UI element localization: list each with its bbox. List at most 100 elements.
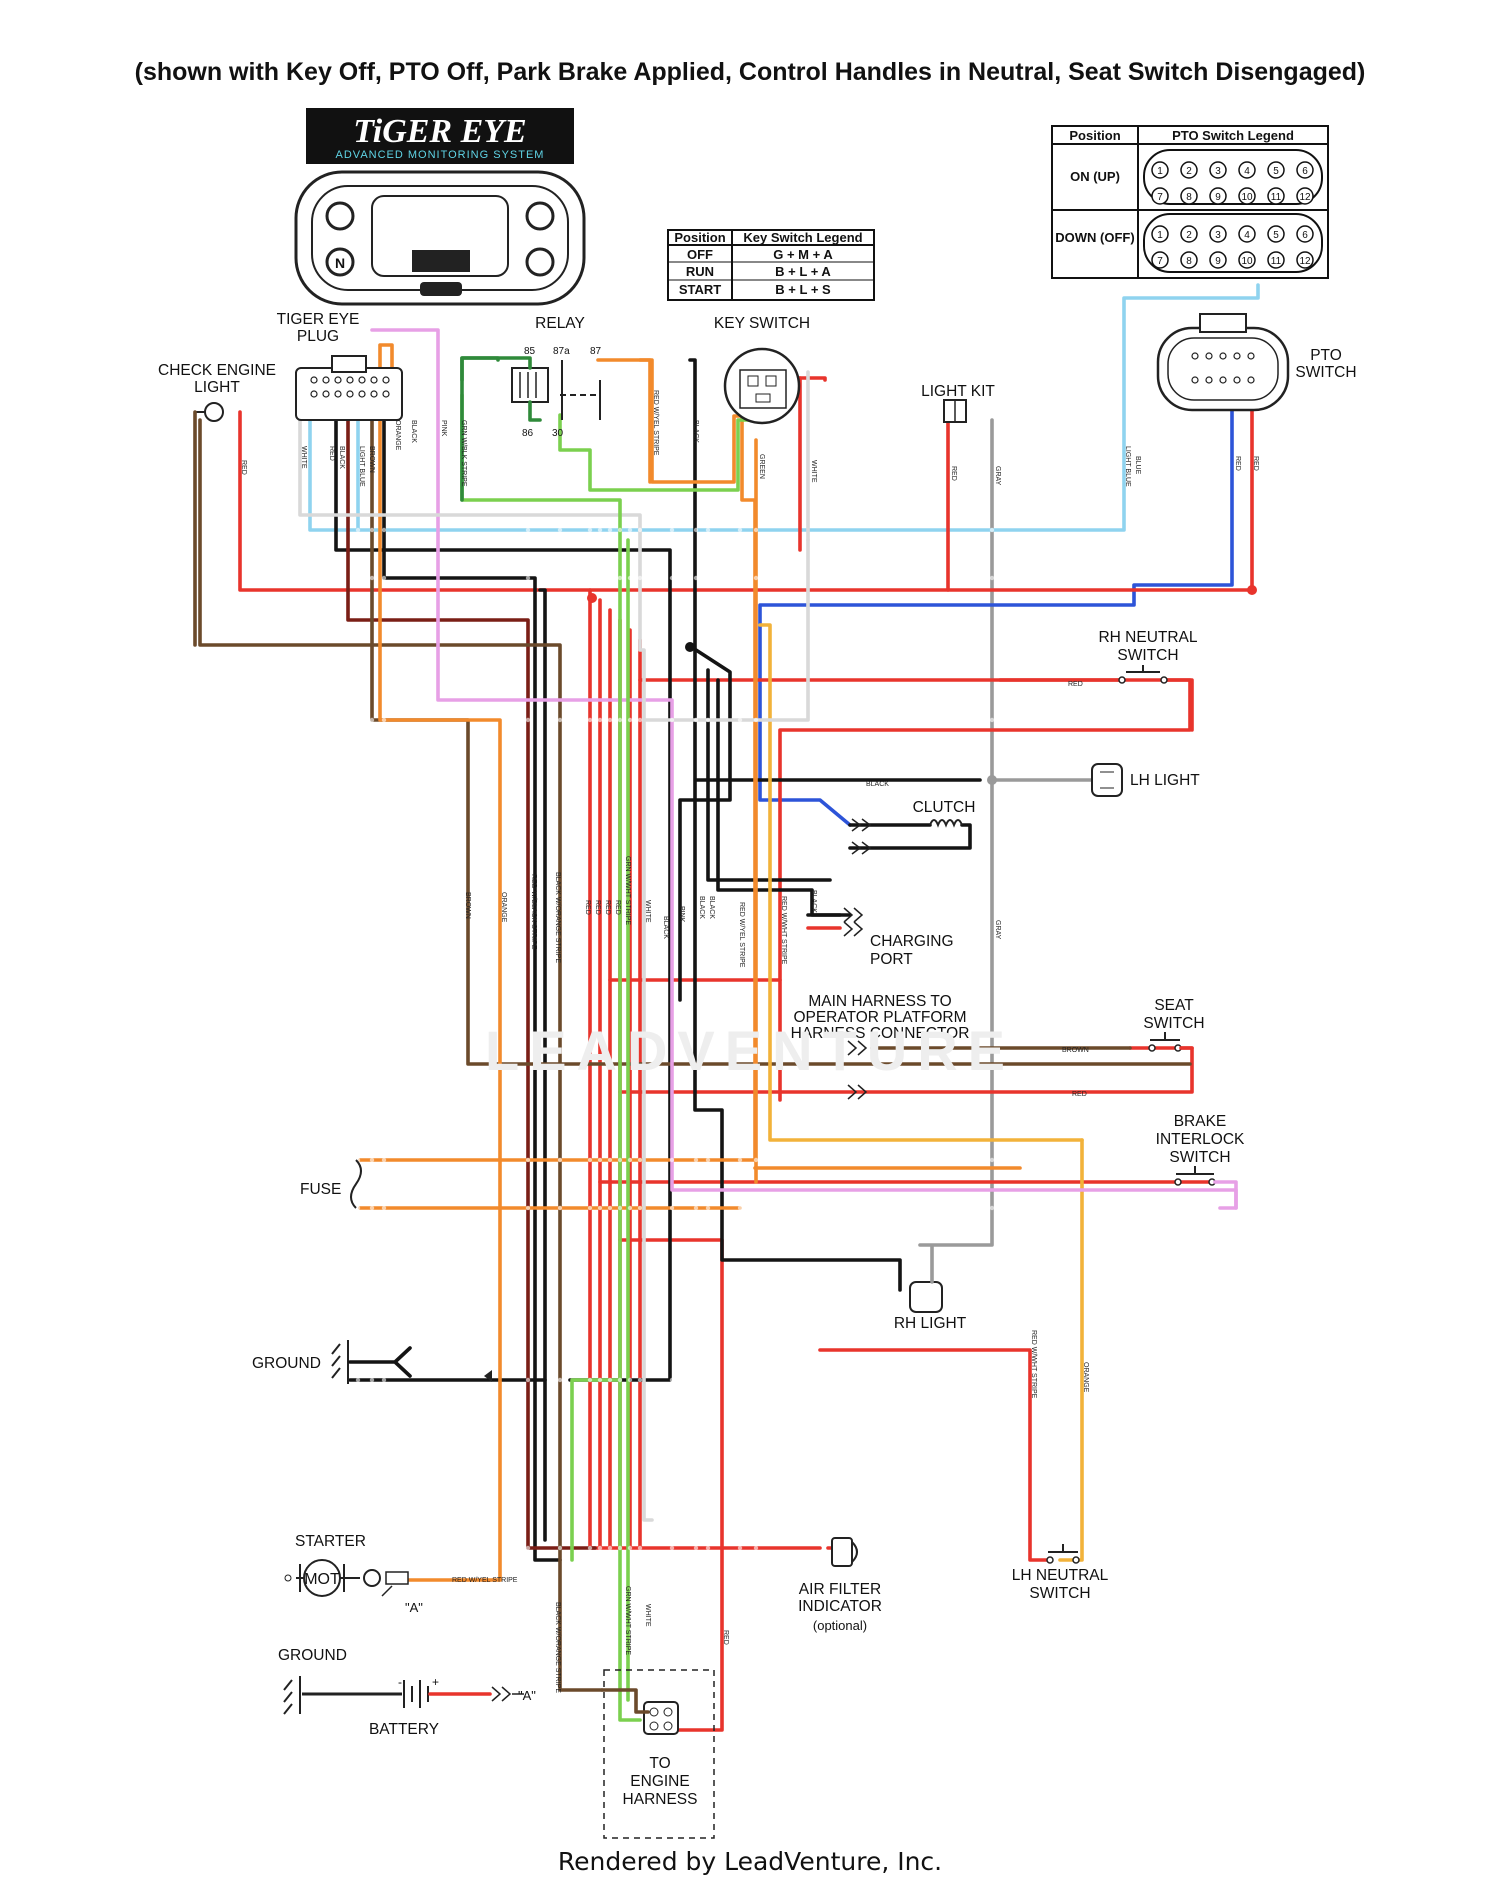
wire-crossing bbox=[355, 575, 361, 581]
pto-pin-circle bbox=[1180, 251, 1198, 269]
wire-crossing bbox=[693, 1205, 699, 1211]
pto-switch-legend-table: Position PTO Switch Legend ON (UP) DOWN … bbox=[1051, 125, 1329, 279]
pto-pin-number: 6 bbox=[1302, 230, 1308, 241]
svg-text:ORANGE: ORANGE bbox=[1082, 1362, 1089, 1393]
fuse bbox=[350, 1159, 362, 1209]
wire-crossing bbox=[637, 1377, 643, 1383]
pto-pin-number: 8 bbox=[1186, 192, 1192, 203]
wire-crossing bbox=[627, 717, 633, 723]
tiger-eye-display: N bbox=[294, 170, 586, 306]
pto-pin-circle bbox=[1180, 187, 1198, 205]
pto-pin-circle bbox=[1209, 251, 1227, 269]
svg-text:LIGHT BLUE: LIGHT BLUE bbox=[1124, 446, 1131, 487]
pto-pin-number: 9 bbox=[1215, 256, 1221, 267]
wire-junction bbox=[587, 593, 597, 603]
svg-text:PINK: PINK bbox=[440, 420, 447, 437]
pto-pin-circle bbox=[1209, 187, 1227, 205]
svg-text:ON (UP): ON (UP) bbox=[1070, 169, 1120, 184]
wire-crossing bbox=[525, 575, 531, 581]
pto-pin-number: 11 bbox=[1271, 192, 1282, 203]
wire-crossing bbox=[557, 717, 563, 723]
rh-neutral-switch bbox=[998, 665, 1194, 732]
pto-pin-number: 2 bbox=[1186, 166, 1192, 177]
svg-text:ORANGE: ORANGE bbox=[500, 892, 507, 923]
svg-text:30: 30 bbox=[552, 428, 564, 439]
lh-neutral-switch bbox=[1046, 1544, 1080, 1564]
wire-crossing bbox=[753, 717, 759, 723]
wire-crossing bbox=[587, 717, 593, 723]
wire-crossing bbox=[637, 1157, 643, 1163]
wire-crossing bbox=[637, 1545, 643, 1551]
pto-pin-number: 4 bbox=[1244, 166, 1250, 177]
pto-pin-circle bbox=[1238, 161, 1256, 179]
wire-crossing bbox=[355, 717, 361, 723]
pto-pin-number: 12 bbox=[1299, 192, 1311, 203]
light-kit-connector bbox=[943, 399, 967, 423]
wire-crossing bbox=[627, 1545, 633, 1551]
wire-crossing bbox=[627, 575, 633, 581]
wire-crossing bbox=[607, 1205, 613, 1211]
svg-text:BLACK W/ORANGE STRIPE: BLACK W/ORANGE STRIPE bbox=[554, 872, 561, 963]
pto-pin-circle bbox=[1151, 187, 1169, 205]
wire-crossing bbox=[637, 527, 643, 533]
label-light-kit: LIGHT KIT bbox=[921, 383, 995, 400]
pto-pin-number: 6 bbox=[1302, 166, 1308, 177]
wire-crossing bbox=[381, 1545, 387, 1551]
wire-crossing bbox=[381, 527, 387, 533]
wire-crossing bbox=[669, 717, 675, 723]
svg-text:RED: RED bbox=[1068, 681, 1083, 688]
wire-crossing bbox=[705, 527, 711, 533]
svg-text:BLACK: BLACK bbox=[698, 896, 705, 919]
wire-crossing bbox=[617, 1377, 623, 1383]
main-harness-connector bbox=[847, 1040, 1132, 1100]
svg-text:BLACK: BLACK bbox=[708, 896, 715, 919]
wire-crossing bbox=[989, 1377, 995, 1383]
air-filter-indicator bbox=[826, 1537, 858, 1567]
pto-pin-circle bbox=[1238, 251, 1256, 269]
charging-port bbox=[806, 907, 864, 937]
wire-crossing bbox=[627, 1377, 633, 1383]
svg-text:TiGER EYE: TiGER EYE bbox=[353, 113, 527, 150]
wire-crossing bbox=[737, 1205, 743, 1211]
svg-text:GRN W/BLK STRIPE: GRN W/BLK STRIPE bbox=[460, 420, 467, 487]
svg-text:RED W/WHT STRIPE: RED W/WHT STRIPE bbox=[1030, 1330, 1037, 1399]
wire-crossing bbox=[607, 1545, 613, 1551]
wire-crossing bbox=[753, 1545, 759, 1551]
pto-pin-number: 8 bbox=[1186, 256, 1192, 267]
wire-crossing bbox=[669, 575, 675, 581]
wire-crossing bbox=[525, 717, 531, 723]
pto-pin-circle bbox=[1238, 187, 1256, 205]
label-key-switch: KEY SWITCH bbox=[714, 315, 810, 332]
wire-crossing bbox=[381, 1377, 387, 1383]
wire-crossing bbox=[989, 717, 995, 723]
svg-text:BLACK: BLACK bbox=[866, 781, 889, 788]
wire-crossing bbox=[607, 717, 613, 723]
wire-crossing bbox=[637, 717, 643, 723]
wire-crossing bbox=[557, 1157, 563, 1163]
lh-light bbox=[1091, 763, 1123, 797]
wire-crossing bbox=[989, 1205, 995, 1211]
wire-crossing bbox=[597, 1157, 603, 1163]
svg-text:BLACK: BLACK bbox=[410, 420, 417, 443]
svg-text:B + L + S: B + L + S bbox=[775, 282, 831, 297]
pto-pin-number: 1 bbox=[1157, 166, 1163, 177]
wire-crossing bbox=[369, 717, 375, 723]
wire-crossing bbox=[597, 527, 603, 533]
pto-pin-circle bbox=[1151, 251, 1169, 269]
wire-crossing bbox=[753, 1157, 759, 1163]
svg-text:RED W/YEL STRIPE: RED W/YEL STRIPE bbox=[738, 902, 745, 968]
wire-crossing bbox=[693, 1157, 699, 1163]
svg-text:BLACK: BLACK bbox=[692, 420, 699, 443]
svg-text:RED W/BLACK STRIPE: RED W/BLACK STRIPE bbox=[530, 874, 537, 950]
svg-text:RED W/YEL STRIPE: RED W/YEL STRIPE bbox=[652, 390, 659, 456]
label-starter-a: "A" bbox=[405, 1600, 423, 1615]
pto-pin-number: 2 bbox=[1186, 230, 1192, 241]
wire-crossing bbox=[693, 1377, 699, 1383]
wire-crossing bbox=[355, 1205, 361, 1211]
wire-crossing bbox=[617, 575, 623, 581]
